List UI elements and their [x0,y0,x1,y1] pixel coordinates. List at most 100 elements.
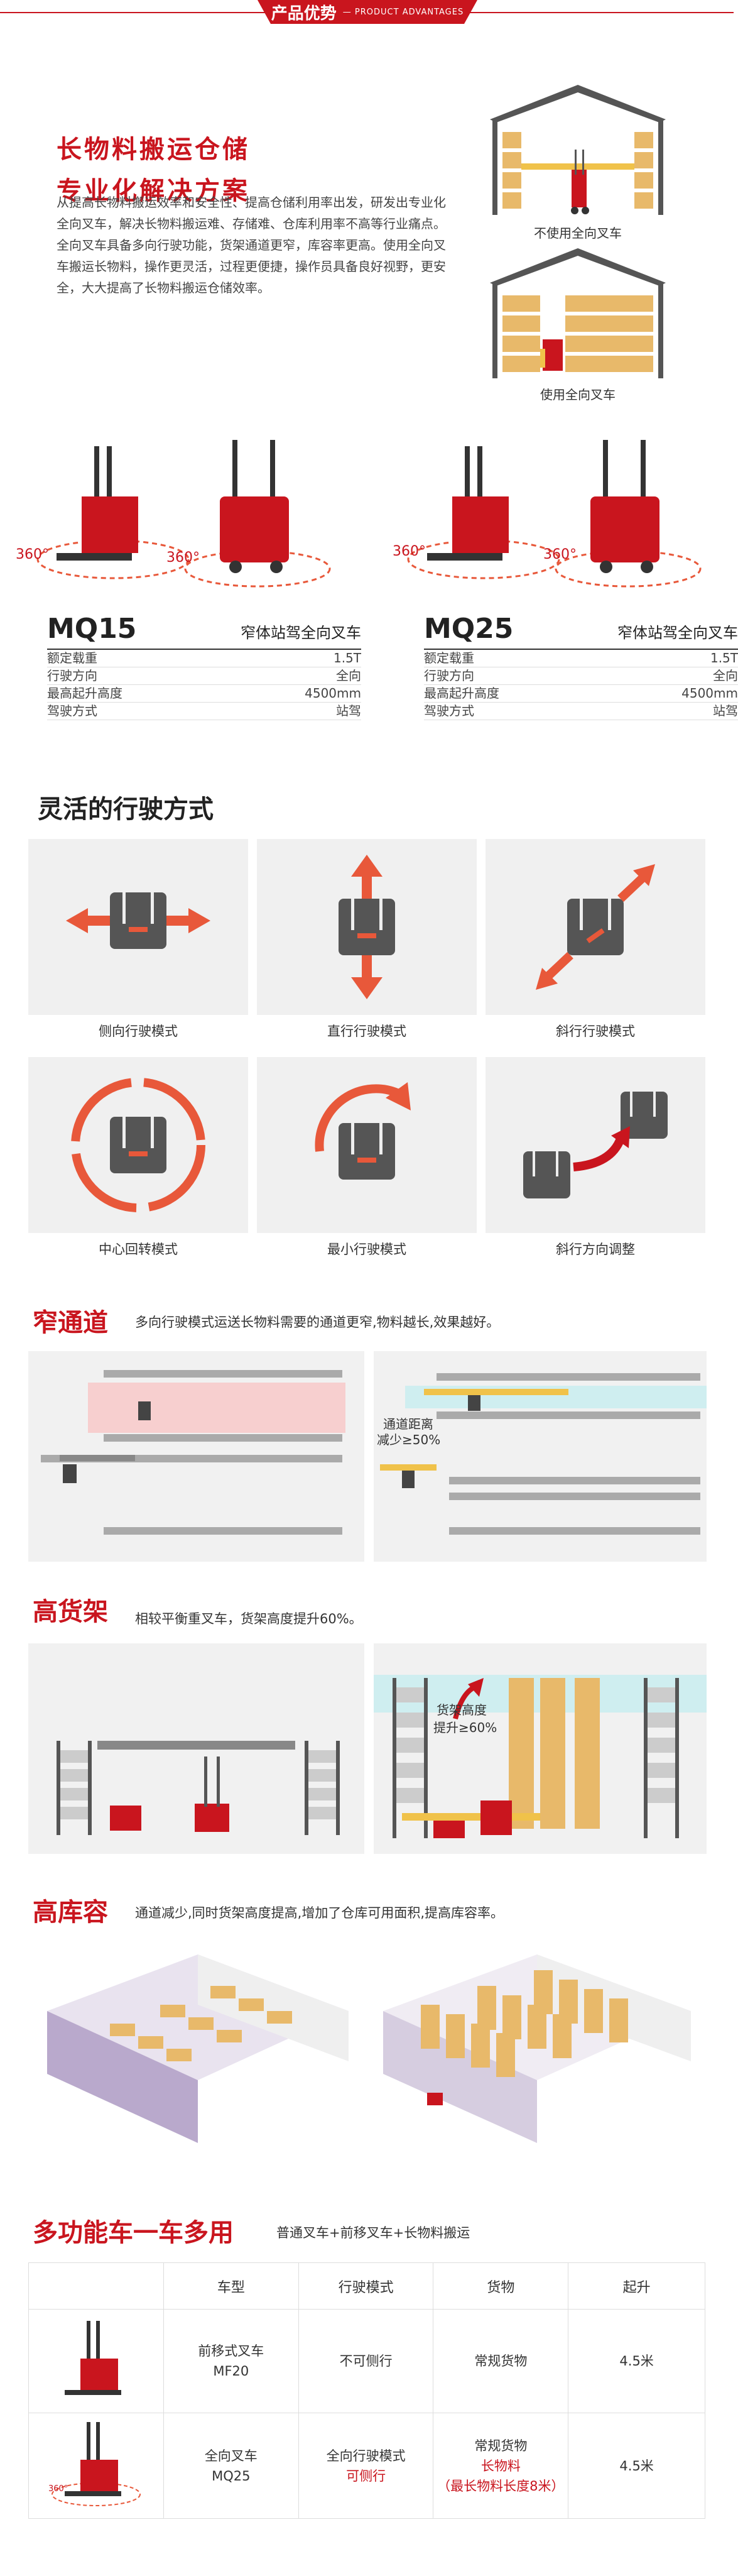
model-code: MQ25 [424,613,514,645]
cell-model-line1: 前移式叉车 [198,2343,264,2359]
spec-value: 站驾 [713,703,738,718]
table-row: 360° 全向叉车 MQ25 全向行驶模式可侧行 常规货物长物料 （最长物料长度8米… [28,2413,705,2519]
capacity-after-illustration [383,1954,691,2143]
model-head: MQ25 窄体站驾全向叉车 [424,613,738,650]
mode-cell-side [28,839,248,1015]
model-card-mq25: MQ25 窄体站驾全向叉车 额定载重 1.5T 行驶方向全向 最高起升高度 4500… [424,613,738,720]
spec-label: 额定载重 [424,650,474,666]
center-rotate-icon [71,1078,205,1212]
mq15-badge-1: 360° [16,547,49,562]
minimum-mode-icon [315,1082,411,1180]
cell-cargo-line2: 长物料 [480,2458,521,2474]
mq25-badge-2: 360° [543,547,577,562]
side-mode-icon [66,892,210,949]
table-cell: 4.5米 [568,2309,705,2413]
spec-value: 全向 [336,668,361,683]
spec-row: 驾驶方式 站驾 [424,703,738,720]
omni-truck-badge: 360° [48,2484,68,2494]
spec-label: 驾驶方式 [47,703,97,718]
banner-tab: 产品优势 — PRODUCT ADVANTAGES [258,0,477,24]
table-cell: 前移式叉车 MF20 [163,2309,299,2413]
banner-subtitle: — PRODUCT ADVANTAGES [342,7,464,17]
cell-mode-line1: 全向行驶模式 [326,2448,406,2464]
narrow-note-line2: 减少≥50% [377,1432,441,1447]
model-name: 窄体站驾全向叉车 [617,624,738,642]
spec-value: 1.5T [333,650,361,666]
mode-cell-minimum [257,1057,477,1233]
multi-title: 多功能车一车多用 [33,2218,234,2247]
mode-cell-straight [257,839,477,1015]
spec-row: 行驶方向全向 [424,667,738,685]
mode-label-minimum: 最小行驶模式 [327,1242,406,1257]
spec-value: 1.5T [710,650,738,666]
spec-value: 全向 [713,668,738,683]
table-cell: 全向叉车 MQ25 [163,2413,299,2519]
mode-cell-oblique [486,839,705,1015]
cell-model-line2: MQ25 [212,2468,251,2484]
narrow-desc: 多向行驶模式运送长物料需要的通道更窄,物料越长,效果越好。 [135,1315,500,1330]
omni-truck-illustration: 360° [48,2422,141,2506]
table-header: 车型 [163,2262,299,2310]
intro-paragraph: 从提高长物料搬运效率和安全性、提高仓储利用率出发，研发出专业化全向叉车，解决长物… [57,195,446,295]
mode-cell-center-rotate [28,1057,248,1233]
model-head: MQ15 窄体站驾全向叉车 [47,613,361,650]
banner-title: 产品优势 [271,4,337,23]
high-rack-before-diagram [57,1741,340,1835]
intro-title-line2: 专业化解决方案 [57,177,250,206]
capacity-before-illustration [47,1954,349,2143]
spec-label: 最高起升高度 [424,686,499,701]
mq15-badge-2: 360° [166,550,200,566]
spec-label: 驾驶方式 [424,703,474,718]
high-rack-title: 高货架 [33,1598,108,1626]
narrow-panel-after: 通道距离 减少≥50% [374,1351,707,1562]
narrow-after-diagram [380,1373,707,1535]
spec-value: 4500mm [681,686,738,701]
caption-with-omni: 使用全向叉车 [540,387,616,402]
high-rack-note-line1: 货架高度 [437,1702,487,1718]
table-cell: 不可侧行 [298,2309,434,2413]
warehouse-with-illustration [490,248,666,378]
multi-desc: 普通叉车+前移叉车+长物料搬运 [276,2225,470,2240]
mode-label-oblique: 斜行行驶模式 [556,1024,635,1039]
high-rack-panel-before [28,1643,364,1854]
comparison-table: 车型 行驶模式 货物 起升 前移式叉车 MF20 不可侧行 常规货物 4.5米 [28,2262,705,2519]
high-rack-panel-after: 货架高度 提升≥60% [374,1643,707,1854]
table-header: 行驶模式 [298,2262,434,2310]
table-header: 起升 [568,2262,705,2310]
spec-label: 行驶方向 [47,668,97,683]
table-header-row: 车型 行驶模式 货物 起升 [28,2262,705,2310]
high-rack-after-diagram [374,1675,707,1838]
narrow-before-diagram [41,1370,345,1535]
cell-mode-line2: 可侧行 [346,2468,386,2484]
high-rack-note-line2: 提升≥60% [433,1720,497,1735]
mq15-truck-illustration [36,440,331,588]
section-banner: 产品优势 — PRODUCT ADVANTAGES [0,0,734,25]
spec-row: 额定载重 1.5T [424,650,738,667]
spec-row: 驾驶方式站驾 [47,703,361,720]
mq25-truck-illustration [407,440,702,588]
table-cell: 全向行驶模式可侧行 [298,2413,434,2519]
cell-model-line2: MF20 [213,2364,249,2379]
cell-cargo-line3: （最长物料长度8米） [437,2478,565,2494]
narrow-panel-before [28,1351,364,1562]
oblique-mode-icon [536,864,655,990]
cell-model-line1: 全向叉车 [204,2448,258,2464]
capacity-desc: 通道减少,同时货架高度提高,增加了仓库可用面积,提高库容率。 [135,1905,504,1921]
caption-without-omni: 不使用全向叉车 [534,226,622,241]
mode-cell-oblique-adjust [486,1057,705,1233]
mq25-badge-1: 360° [393,544,426,559]
spec-label: 最高起升高度 [47,686,122,701]
cell-cargo-line1: 常规货物 [474,2438,528,2453]
table-header [28,2262,164,2310]
table-cell: 常规货物长物料 （最长物料长度8米） [433,2413,569,2519]
model-code: MQ15 [47,613,137,645]
table-header: 货物 [433,2262,569,2310]
warehouse-without-illustration [490,85,666,215]
capacity-title: 高库容 [33,1898,108,1927]
intro-title-line1: 长物料搬运仓储 [57,135,250,164]
